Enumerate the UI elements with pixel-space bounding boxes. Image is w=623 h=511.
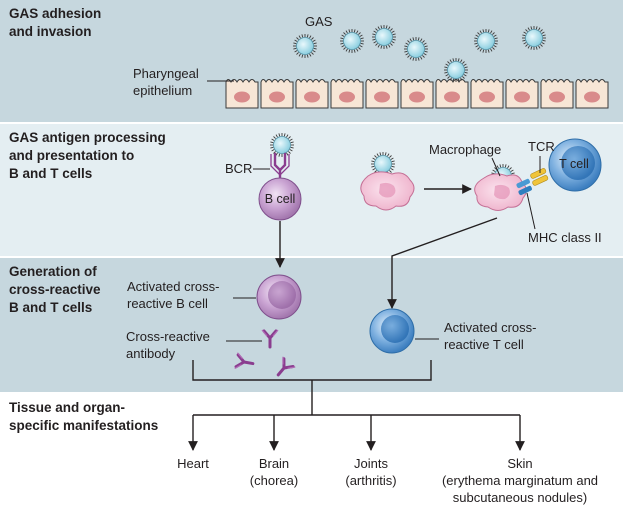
epithelial-cell-icon (330, 79, 364, 109)
gas-bacterium-icon (292, 33, 318, 59)
activated-b-cell-icon (256, 274, 302, 320)
macrophage-label: Macrophage (429, 142, 501, 157)
tcr-label: TCR (528, 139, 555, 154)
macrophage-icon (474, 173, 527, 211)
t-cell-label: T cell (559, 157, 589, 171)
section-2-title-line2: and presentation to (9, 148, 134, 163)
section-3-title-line3: B and T cells (9, 300, 92, 315)
mhc-class-ii-icon (516, 178, 532, 196)
gas-bacterium-icon (403, 36, 429, 62)
b-cell-icon: B cell (258, 177, 302, 221)
tcr-icon (530, 168, 549, 186)
gas-bacterium-icon (269, 132, 295, 158)
epithelial-cell-icon (400, 79, 434, 109)
activated-t-cell-icon (369, 308, 415, 354)
epithelial-cell-icon (260, 79, 294, 109)
activated-t-label-line1: Activated cross- (444, 320, 536, 335)
section-4-title-line2: specific manifestations (9, 418, 158, 433)
activated-t-label-line2: reactive T cell (444, 337, 524, 352)
outcome-skin: Skin (507, 456, 532, 471)
section-4-title-line1: Tissue and organ- (9, 400, 125, 415)
epithelial-cell-icon (575, 79, 609, 109)
epithelial-cell-icon (365, 79, 399, 109)
activated-b-label-line1: Activated cross- (127, 279, 219, 294)
section-1-title-line2: and invasion (9, 24, 92, 39)
epithelial-cell-icon (435, 79, 469, 109)
outcome-joints-detail: (arthritis) (345, 473, 396, 488)
outcome-brain: Brain (259, 456, 289, 471)
outcome-skin-detail-1: (erythema marginatum and (442, 473, 598, 488)
macrophage-icon (360, 171, 415, 211)
epithelial-cell-icon (225, 79, 259, 109)
gas-bacterium-icon (371, 24, 397, 50)
epithelial-cell-icon (540, 79, 574, 109)
bcr-label: BCR (225, 161, 252, 176)
gas-bacterium-icon (339, 28, 365, 54)
gas-bacterium-icon (443, 57, 469, 83)
section-3-title-line2: cross-reactive (9, 282, 101, 297)
gas-bacterium-icon (473, 28, 499, 54)
b-cell-label: B cell (265, 192, 296, 206)
pharyngeal-label-line1: Pharyngeal (133, 66, 199, 81)
section-2-title-line1: GAS antigen processing (9, 130, 166, 145)
outcome-skin-detail-2: subcutaneous nodules) (453, 490, 587, 505)
outcome-joints: Joints (354, 456, 388, 471)
cross-antibody-label-line1: Cross-reactive (126, 329, 210, 344)
activated-b-label-line2: reactive B cell (127, 296, 208, 311)
gas-label: GAS (305, 14, 333, 29)
t-cell-icon: T cell (548, 138, 602, 192)
band-generation (0, 257, 623, 393)
epithelial-cell-icon (470, 79, 504, 109)
section-3-title-line1: Generation of (9, 264, 97, 279)
epithelial-cell-icon (505, 79, 539, 109)
mhc-label: MHC class II (528, 230, 602, 245)
section-2-title-line3: B and T cells (9, 166, 92, 181)
pharyngeal-label-line2: epithelium (133, 83, 192, 98)
pharyngeal-epithelium (225, 79, 609, 109)
outcome-brain-detail: (chorea) (250, 473, 298, 488)
gas-bacterium-icon (521, 25, 547, 51)
section-1-title-line1: GAS adhesion (9, 6, 101, 21)
outcome-heart: Heart (177, 456, 209, 471)
epithelial-cell-icon (295, 79, 329, 109)
cross-antibody-label-line2: antibody (126, 346, 176, 361)
